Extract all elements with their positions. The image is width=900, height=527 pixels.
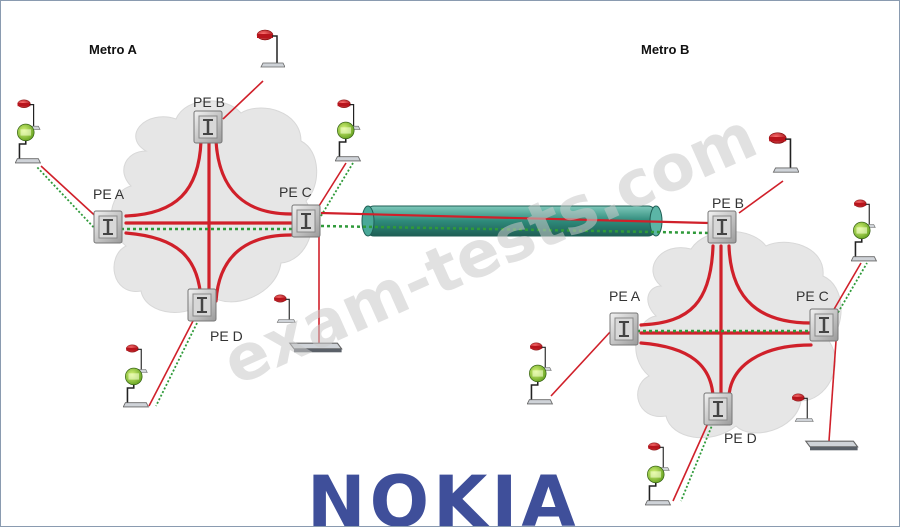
metro-a-access-links <box>35 80 354 407</box>
metro-b-mesh-links <box>639 244 813 398</box>
metro-b-cpe-red-icon <box>767 131 799 174</box>
inter-metro-red-link <box>320 211 710 225</box>
metro-a-cpe-green-icon <box>15 123 42 164</box>
metro-b-pe-c-router-icon <box>809 307 839 343</box>
metro-b-cpe-green-icon <box>527 364 554 405</box>
metro-a-pe-b-label: PE B <box>193 94 225 110</box>
nokia-logo: NOKIA <box>307 461 580 526</box>
metro-b-cpe-green-icon <box>851 221 878 262</box>
metro-b-title: Metro B <box>641 42 689 57</box>
metro-b-pe-b-router-icon <box>707 209 737 245</box>
metro-a-pe-a-label: PE A <box>93 186 125 202</box>
metro-a-pe-d-label: PE D <box>210 328 243 344</box>
metro-a-cpe-red-icon <box>255 28 285 69</box>
metro-b-cpe-green-icon <box>645 465 672 506</box>
metro-a-pe-c-router-icon <box>291 203 321 239</box>
metro-b-pe-b-label: PE B <box>712 195 744 211</box>
metro-b-pe-d-label: PE D <box>724 430 757 446</box>
metro-a-pe-d-router-icon <box>187 287 217 323</box>
metro-a-cpe-green-icon <box>123 367 150 408</box>
metro-a-mesh-links <box>124 139 293 303</box>
metro-a-pe-b-router-icon <box>193 109 223 145</box>
metro-a-title: Metro A <box>89 42 138 57</box>
metro-b-pe-a-label: PE A <box>609 288 641 304</box>
metro-b-pe-a-router-icon <box>609 311 639 347</box>
metro-b-access-links <box>550 180 868 502</box>
metro-b-pe-c-label: PE C <box>796 288 829 304</box>
metro-a-pe-c-label: PE C <box>279 184 312 200</box>
metro-a-pe-a-router-icon <box>93 209 123 245</box>
metro-b-pe-d-router-icon <box>703 391 733 427</box>
metro-b-switch-icon <box>805 440 859 451</box>
inter-metro-dotted-link <box>320 224 710 235</box>
